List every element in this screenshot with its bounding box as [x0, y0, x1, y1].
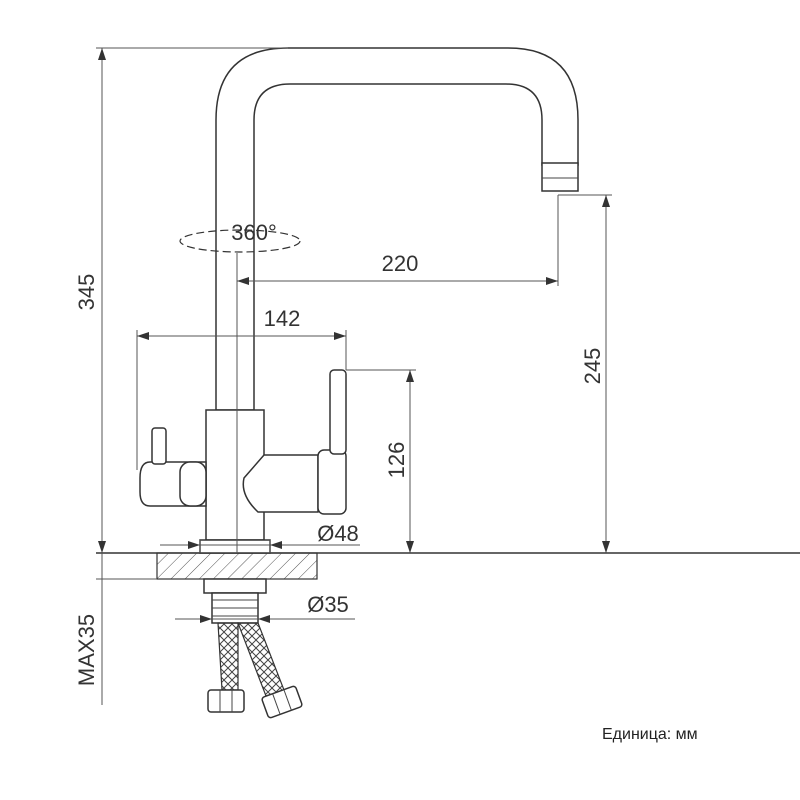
- aerator: [541, 162, 579, 192]
- faucet-body: [139, 369, 347, 554]
- label-max-thickness: MAX35: [74, 614, 99, 686]
- label-hole-diameter: Ø35: [307, 592, 349, 617]
- unit-note: Единица: мм: [602, 726, 698, 743]
- countertop: [96, 552, 800, 580]
- spout: [215, 47, 579, 411]
- left-handle: [151, 427, 167, 465]
- label-total-height: 345: [74, 274, 99, 311]
- supply-hoses: [207, 622, 303, 719]
- right-handle: [329, 369, 347, 455]
- dimension-lines: [96, 47, 612, 705]
- label-spout-height: 245: [580, 348, 605, 385]
- rotation-indicator: [179, 229, 301, 253]
- label-base-diameter: Ø48: [317, 521, 359, 546]
- label-reach: 220: [382, 251, 419, 276]
- mounting-shank: [203, 578, 267, 624]
- label-handle-span: 142: [264, 306, 301, 331]
- label-rotation: 360°: [231, 220, 277, 245]
- label-body-height: 126: [384, 442, 409, 479]
